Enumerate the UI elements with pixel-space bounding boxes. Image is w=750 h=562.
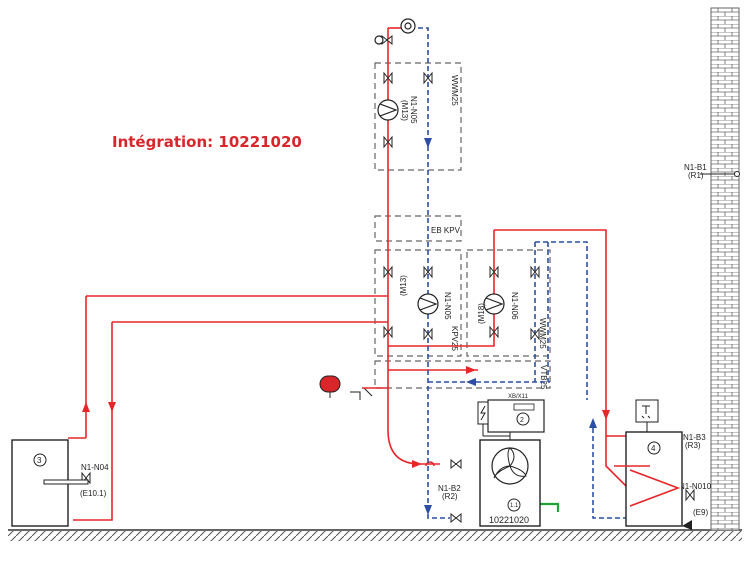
- label-r3: (R3): [685, 441, 701, 450]
- label-m13-top: (M13): [400, 100, 409, 121]
- expansion-vessel: [319, 375, 388, 400]
- label-n1-n010: N1-N010: [679, 482, 712, 491]
- unit-id: 10221020: [489, 515, 529, 525]
- label-vtb25: VTB25: [539, 365, 548, 390]
- label-wwm25-mid: WWM25: [538, 318, 547, 349]
- group-frames: [374, 62, 551, 389]
- label-kpv25: KPV25: [450, 326, 459, 351]
- component-labels: (M13) N1-N05 (M13) N1-N05 (M18) N1-N06 N…: [80, 96, 712, 517]
- label-n1-n06: N1-N06: [510, 292, 519, 320]
- outdoor-sensor: [700, 171, 740, 177]
- label-xb-x11: XB/X11: [508, 394, 529, 400]
- tank-3: 3: [11, 437, 89, 527]
- flow-arrows: [82, 366, 610, 468]
- frame-kpv25: [374, 249, 462, 357]
- brick-wall: [710, 7, 740, 531]
- label-r2: (R2): [442, 492, 458, 501]
- label-n1-n04: N1-N04: [81, 463, 109, 472]
- tank-4: 4: [625, 399, 692, 530]
- frame-eb-kpv: [374, 215, 462, 242]
- label-eb-kpv: EB KPV: [431, 226, 461, 235]
- label-num-4: 4: [651, 444, 656, 453]
- flow-pipes: [73, 27, 651, 521]
- pumps: [374, 18, 505, 315]
- label-n1-n05-top: N1-N05: [409, 96, 418, 124]
- page-title: Intégration: 10221020: [112, 133, 302, 151]
- label-wwm25-top: WWM25: [450, 75, 459, 106]
- group-labels: WWM25 EB KPV KPV25 WWM25 VTB25: [431, 75, 548, 390]
- gauge-top: [374, 35, 384, 45]
- label-n1-n05-mid: N1-N05: [443, 292, 452, 320]
- label-num-3: 3: [37, 456, 42, 465]
- label-n1-b3: N1-B3: [683, 433, 706, 442]
- unit-num-1-1: 1.1: [510, 503, 519, 509]
- heat-pump-unit: 1.1 10221020: [479, 439, 541, 527]
- return-arrows: [424, 138, 597, 515]
- label-m13-mid: (M13): [399, 275, 408, 296]
- label-n1-b1: N1-B1: [684, 163, 707, 172]
- label-m18: (M18): [477, 303, 486, 324]
- frame-vtb25: [374, 360, 551, 389]
- label-n1-b2: N1-B2: [438, 484, 461, 493]
- frame-wwm25-top: [374, 62, 462, 171]
- ground: [8, 529, 742, 541]
- label-r1: (R1): [688, 171, 704, 180]
- control-box: XB/X11 2: [477, 394, 545, 440]
- label-num-2: 2: [520, 417, 524, 424]
- frame-wwm25-mid: [466, 249, 551, 357]
- label-e10-1: (E10.1): [80, 489, 107, 498]
- green-pipe: [540, 502, 560, 512]
- label-e9: (E9): [693, 508, 708, 517]
